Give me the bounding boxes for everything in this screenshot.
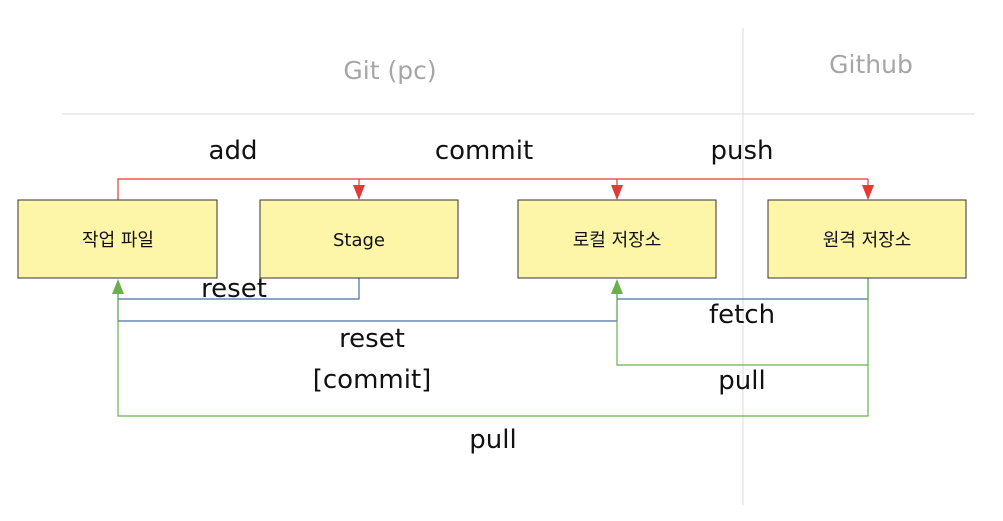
node-working-files-label: 작업 파일 [82, 230, 154, 251]
edge-label-reset-stage: reset [201, 274, 267, 304]
edge-label-push: push [710, 136, 773, 166]
forward-arrow-line [117, 178, 868, 200]
edge-label-add: add [209, 136, 258, 166]
node-local-repository: 로컬 저장소 [517, 199, 717, 279]
edge-label-reset-commit: reset [339, 324, 405, 354]
node-remote-repository: 원격 저장소 [767, 199, 967, 279]
edge-label-fetch: fetch [709, 300, 775, 330]
commit-arrowhead [611, 185, 623, 200]
edge-label-reset-commit-qualifier: [commit] [313, 365, 432, 395]
push-arrowhead [862, 185, 874, 200]
node-stage: Stage [259, 199, 459, 279]
add-arrowhead [353, 185, 365, 200]
local-pull-arrowhead [611, 279, 623, 294]
node-remote-repository-label: 원격 저장소 [823, 230, 912, 251]
node-local-repository-label: 로컬 저장소 [573, 230, 662, 251]
reset-commit-line [117, 293, 618, 322]
pull-working-line [117, 293, 869, 417]
node-working-files: 작업 파일 [17, 199, 218, 279]
section-title-github: Github [829, 50, 913, 79]
edge-label-pull-working: pull [469, 425, 516, 455]
working-pull-arrowhead [112, 279, 124, 294]
section-title-pc: Git (pc) [343, 56, 436, 85]
pull-local-line [616, 278, 869, 366]
edge-label-pull-local: pull [718, 366, 765, 396]
edge-label-commit: commit [435, 136, 533, 166]
node-stage-label: Stage [333, 230, 385, 251]
